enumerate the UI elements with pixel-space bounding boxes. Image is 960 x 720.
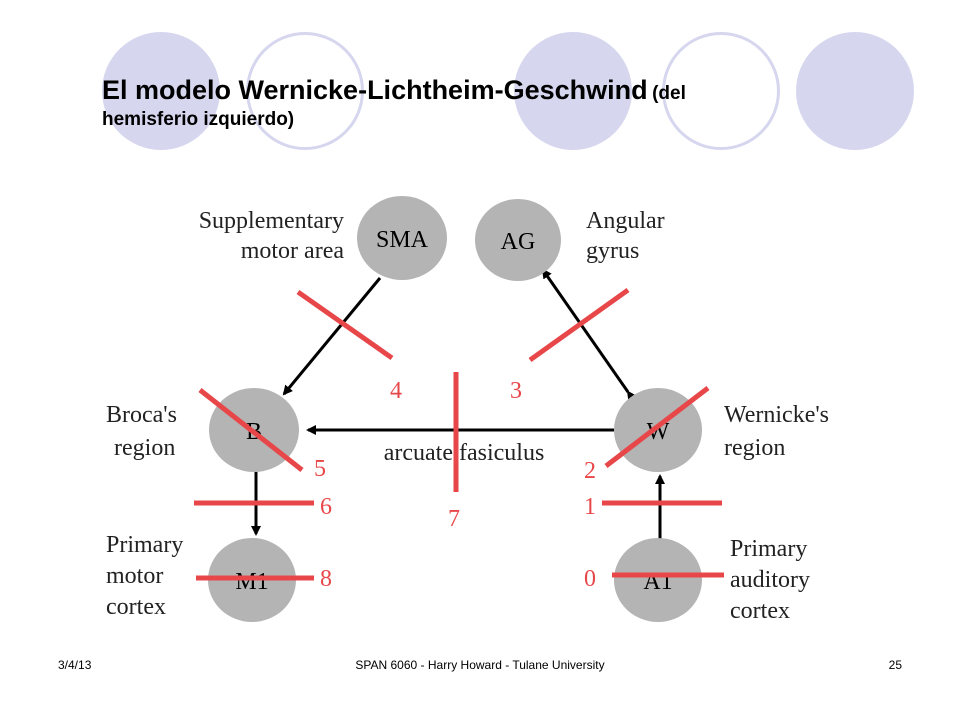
label-a1-line3: cortex [730,598,790,624]
decorative-circle-2 [514,32,632,150]
lesion-number-0: 0 [584,566,596,592]
lesion-bar-4 [296,289,394,361]
node-sma-circle [357,196,447,280]
node-m1-label: M1 [235,569,268,595]
label-m1-line3: cortex [106,594,166,620]
footer-page-number: 25 [888,658,902,672]
title-suffix-line2: hemisferio izquierdo) [102,108,295,130]
label-broca-line2: region [114,435,175,461]
decorative-ring-2 [662,32,780,150]
footer-course: SPAN 6060 - Harry Howard - Tulane Univer… [355,658,605,672]
footer-date: 3/4/13 [58,658,92,672]
label-ag-line2: gyrus [586,238,639,264]
label-ag-line1: Angular [586,208,665,234]
label-a1-line2: auditory [730,567,810,593]
arrow-w-to-ag [541,268,637,402]
region-labels: Supplementary motor area Angular gyrus B… [106,208,829,624]
slide-title: El modelo Wernicke-Lichtheim-Geschwind (… [102,74,862,132]
lesion-number-3: 3 [510,378,522,404]
label-arcuate-fasciculus: arcuate fasiculus [384,440,545,466]
lesion-number-5: 5 [314,456,326,482]
label-wernicke-line2: region [724,435,785,461]
node-sma-label: SMA [376,227,429,253]
lesion-number-6: 6 [320,494,332,520]
node-ag-label: AG [501,229,536,255]
node-ag: AG [475,199,561,281]
lesion-number-1: 1 [584,494,596,520]
label-broca-line1: Broca's [106,402,177,428]
label-sma-line1: Supplementary [199,208,344,234]
lesion-bar-2 [604,386,710,468]
lesion-bars [194,287,724,581]
label-m1-line2: motor [106,563,163,589]
decorative-ring-1 [246,32,364,150]
decorative-circle-3 [796,32,914,150]
title-main: El modelo Wernicke-Lichtheim-Geschwind [102,75,648,105]
node-sma: SMA [357,196,447,280]
lesion-bar-3 [528,287,630,363]
decorative-circle-1 [102,32,220,150]
node-a1: A1 [614,538,702,622]
label-wernicke-line1: Wernicke's [724,402,829,428]
lesion-number-7: 7 [448,506,460,532]
title-suffix-line1: (del [652,83,686,104]
arrow-sma-to-b [282,277,382,396]
connections [251,268,665,542]
lesion-number-2: 2 [584,458,596,484]
node-w-label: W [647,419,670,445]
lesion-bar-5 [198,388,304,472]
label-a1-line1: Primary [730,536,807,562]
node-a1-circle [614,538,702,622]
lesion-number-4: 4 [390,378,402,404]
label-sma-line2: motor area [241,238,345,264]
label-m1-line1: Primary [106,532,183,558]
node-ag-circle [475,199,561,281]
lesion-numbers: 0 1 2 3 4 5 6 7 8 [314,378,596,592]
lesion-number-8: 8 [320,566,332,592]
